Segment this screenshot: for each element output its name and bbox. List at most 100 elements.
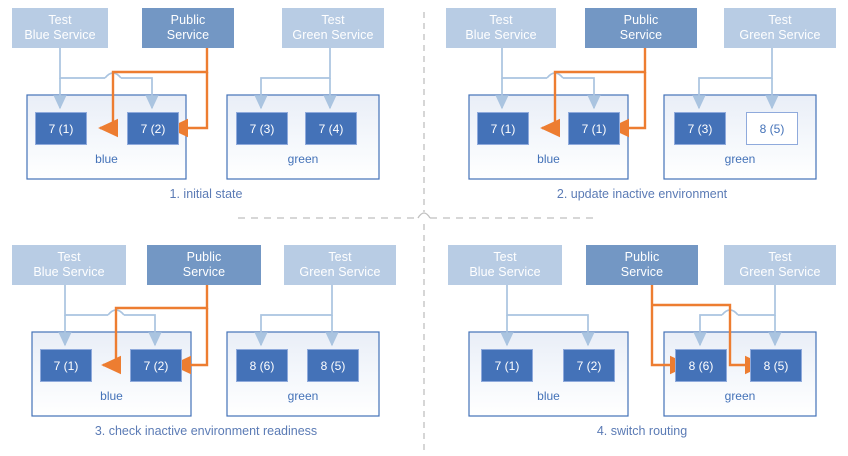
panel-3-arrow-public-to-i1 [101, 285, 209, 375]
service-label-line1: Public [623, 13, 659, 27]
service-label-line2: Blue Service [469, 265, 541, 279]
service-label-line2: Service [182, 265, 226, 279]
panel-4-instance-2[interactable]: 7 (2) [563, 349, 615, 382]
panel-3-service-test-green[interactable]: Test Green Service [284, 245, 396, 285]
panel-2-arrow-testgreen-to-i3 [692, 48, 773, 110]
service-label-line1: Test [493, 250, 517, 264]
panel-4-instance-4[interactable]: 8 (5) [750, 349, 802, 382]
service-label-line1: Public [170, 13, 206, 27]
panel-1-service-test-green[interactable]: Test Green Service [282, 8, 384, 48]
panel-3-arrow-testgreen-to-i3 [254, 285, 333, 347]
panel-2-arrow-testblue-to-i2 [563, 77, 601, 110]
panel-2-arrow-testblue-trunk [501, 48, 547, 79]
panel-1-arrow-public-to-i2 [168, 72, 209, 138]
service-label-line2: Service [166, 28, 210, 42]
panel-4-service-test-blue[interactable]: Test Blue Service [448, 245, 562, 285]
panel-4-service-test-green[interactable]: Test Green Service [724, 245, 836, 285]
instance-label: 8 (6) [688, 358, 714, 373]
service-label-line2: Service [620, 265, 664, 279]
panel-2-env-green-label: green [724, 152, 756, 166]
panel-1-service-test-blue[interactable]: Test Blue Service [12, 8, 108, 48]
instance-label: 8 (5) [763, 358, 789, 373]
service-label-line1: Test [489, 13, 513, 27]
panel-1-instance-1[interactable]: 7 (1) [35, 112, 87, 145]
panel-4-arrow-testblue-to-i2 [506, 285, 595, 347]
instance-label: 7 (2) [576, 358, 602, 373]
service-label-line1: Test [768, 13, 792, 27]
panel-4-env-blue-label: blue [537, 389, 560, 403]
service-label-line1: Test [768, 250, 792, 264]
panel-4-arrow-testgreen-to-i3 [693, 314, 722, 347]
service-label-line1: Test [48, 13, 72, 27]
service-label-line1: Public [186, 250, 222, 264]
panel-4-service-public[interactable]: Public Service [586, 245, 698, 285]
panel-3-env-green-label: green [287, 389, 319, 403]
instance-label: 7 (1) [581, 121, 607, 136]
instance-label: 7 (1) [490, 121, 516, 136]
panel-2-instance-2[interactable]: 7 (1) [568, 112, 620, 145]
panel-1-env-blue-label: blue [95, 152, 118, 166]
divider-hop-arc [417, 212, 431, 219]
panel-2-service-public[interactable]: Public Service [585, 8, 697, 48]
panel-4-instance-3[interactable]: 8 (6) [675, 349, 727, 382]
panel-1-arrow-testblue-trunk [59, 48, 105, 79]
panel-2-service-test-blue[interactable]: Test Blue Service [446, 8, 556, 48]
service-label-line2: Green Service [739, 28, 821, 42]
panel-1-env-green-label: green [287, 152, 319, 166]
panel-3-instance-1[interactable]: 7 (1) [40, 349, 92, 382]
panel-2-arrow-public-to-i2 [609, 72, 647, 138]
panel-3-arrow-testblue-to-i2 [124, 314, 162, 347]
panel-4-arrow-testgreen-trunk [738, 285, 776, 316]
service-label-line1: Public [624, 250, 660, 264]
panel-2-arrow-public-to-i1 [540, 48, 647, 138]
service-label-line2: Green Service [299, 265, 381, 279]
panel-3-service-test-blue[interactable]: Test Blue Service [12, 245, 126, 285]
panel-1-service-public[interactable]: Public Service [142, 8, 234, 48]
panel-4-instance-1[interactable]: 7 (1) [481, 349, 533, 382]
panel-2-caption: 2. update inactive environment [556, 187, 728, 201]
panel-4-caption: 4. switch routing [596, 424, 688, 438]
instance-label: 7 (4) [318, 121, 344, 136]
instance-label: 7 (1) [494, 358, 520, 373]
panel-1-instance-4[interactable]: 7 (4) [305, 112, 357, 145]
instance-label: 8 (6) [249, 358, 275, 373]
instance-label: 7 (3) [249, 121, 275, 136]
panel-1-instance-3[interactable]: 7 (3) [236, 112, 288, 145]
panel-4-arrow-public-to-i4 [652, 303, 765, 375]
instance-label: 7 (2) [140, 121, 166, 136]
instance-label: 7 (3) [687, 121, 713, 136]
panel-1-arrow-testgreen-to-i3 [254, 48, 331, 110]
service-label-line2: Green Service [739, 265, 821, 279]
panel-3-instance-3[interactable]: 8 (6) [236, 349, 288, 382]
panel-3-instance-2[interactable]: 7 (2) [130, 349, 182, 382]
panel-4-env-green-label: green [724, 389, 756, 403]
service-label-line1: Test [328, 250, 352, 264]
instance-label: 7 (1) [53, 358, 79, 373]
panel-1-arrow-public-to-i1 [98, 48, 209, 138]
instance-label: 8 (5) [759, 121, 785, 136]
panel-3-service-public[interactable]: Public Service [147, 245, 261, 285]
panel-2-instance-4[interactable]: 8 (5) [746, 112, 798, 145]
service-label-line2: Service [619, 28, 663, 42]
panel-1-instance-2[interactable]: 7 (2) [127, 112, 179, 145]
panel-2-instance-1[interactable]: 7 (1) [477, 112, 529, 145]
service-label-line2: Green Service [292, 28, 374, 42]
panel-3-instance-4[interactable]: 8 (5) [307, 349, 359, 382]
panel-3-arrow-public-to-i2 [171, 308, 209, 375]
service-label-line2: Blue Service [33, 265, 105, 279]
panel-3-env-blue-label: blue [100, 389, 123, 403]
panel-3-caption: 3. check inactive environment readiness [94, 424, 318, 438]
panel-2-instance-3[interactable]: 7 (3) [674, 112, 726, 145]
service-label-line1: Test [321, 13, 345, 27]
panel-2-service-test-green[interactable]: Test Green Service [724, 8, 836, 48]
instance-label: 8 (5) [320, 358, 346, 373]
instance-label: 7 (1) [48, 121, 74, 136]
panel-1-caption: 1. initial state [169, 187, 243, 201]
service-label-line2: Blue Service [465, 28, 537, 42]
panel-3-arrow-testblue-trunk [64, 285, 108, 316]
panel-dividers [238, 12, 596, 450]
service-label-line1: Test [57, 250, 81, 264]
instance-label: 7 (2) [143, 358, 169, 373]
